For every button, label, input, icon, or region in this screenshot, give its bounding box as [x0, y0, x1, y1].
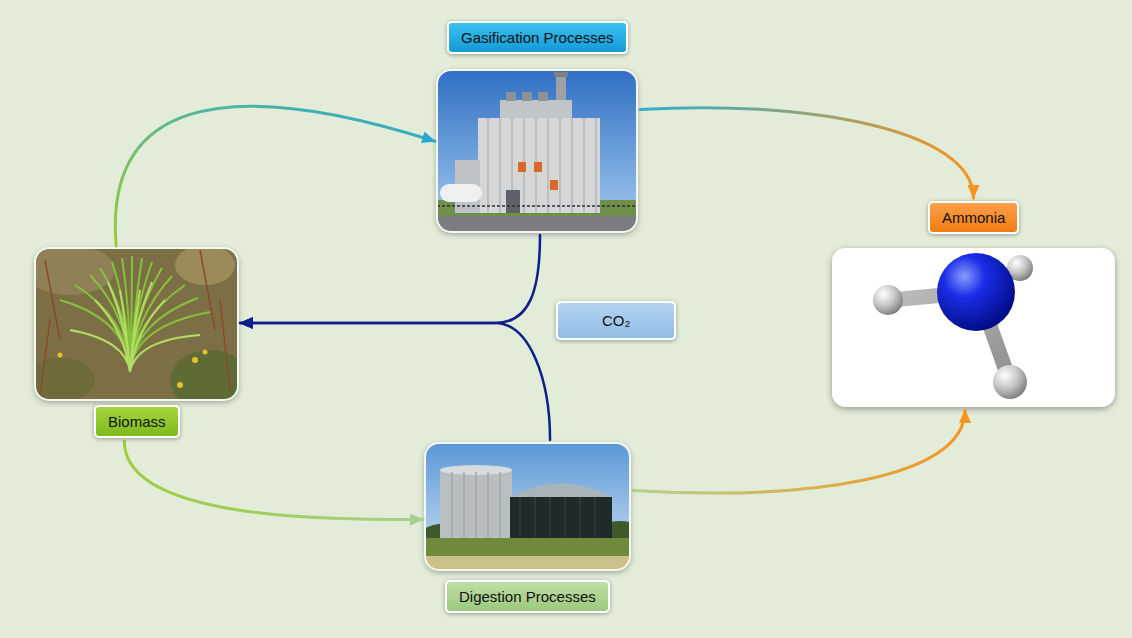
process-label: Digestion Processes — [445, 580, 610, 613]
label-text: Gasification Processes — [461, 29, 614, 46]
label-text: Ammonia — [942, 209, 1005, 226]
flow-arrow — [124, 441, 423, 520]
photo-node: Digestion Processes — [425, 443, 630, 570]
photo-node: Ammonia — [832, 248, 1115, 407]
label-text: Biomass — [108, 413, 166, 430]
flow-arrow — [240, 323, 550, 440]
source-label: Biomass — [94, 405, 180, 438]
flow-arrow — [633, 410, 965, 493]
process-label: Gasification Processes — [447, 21, 628, 54]
label-text: Digestion Processes — [459, 588, 596, 605]
gasification-photo — [437, 70, 637, 232]
flow-label: CO₂ — [556, 301, 676, 340]
label-text: CO₂ — [602, 312, 630, 329]
photo-node: Biomass — [35, 248, 238, 400]
biomass-photo — [25, 245, 250, 410]
ammonia-molecule — [832, 248, 1115, 407]
photo-node: Gasification Processes — [437, 70, 637, 232]
flow-arrow — [640, 108, 974, 198]
product-label: Ammonia — [928, 201, 1019, 234]
flow-arrow — [115, 106, 435, 246]
flow-arrow — [240, 235, 540, 323]
digestion-photo — [420, 443, 645, 570]
